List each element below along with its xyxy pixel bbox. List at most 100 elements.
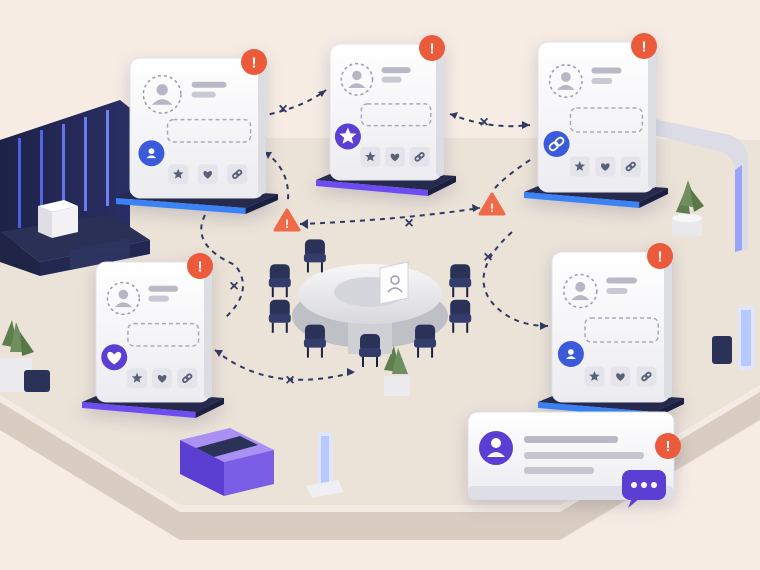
avatar-placeholder	[142, 74, 182, 114]
wall-panel	[650, 118, 748, 252]
podium	[38, 200, 78, 238]
stage	[0, 100, 150, 276]
card-top-left[interactable]: !	[116, 49, 278, 214]
broken-link-marks: × × × × × ×	[229, 101, 492, 389]
chair	[449, 264, 472, 298]
link-icon[interactable]	[177, 368, 198, 389]
subtitle-line	[381, 76, 402, 83]
heart-icon[interactable]	[384, 146, 405, 167]
user-icon	[479, 431, 513, 465]
alert-badge[interactable]: !	[647, 243, 673, 269]
chair	[449, 299, 472, 333]
avatar-placeholder	[548, 64, 583, 98]
path-arrowheads	[215, 90, 548, 376]
chair	[268, 264, 291, 298]
avatar-placeholder	[106, 281, 141, 316]
plant-left	[0, 320, 50, 392]
star-icon[interactable]	[569, 156, 590, 177]
path-card3-tri	[491, 159, 531, 193]
name-line	[191, 81, 227, 88]
link-icon[interactable]	[636, 366, 657, 387]
user-icon[interactable]	[557, 341, 584, 367]
warning-symbol: !	[285, 217, 289, 231]
alert-badge[interactable]: !	[631, 33, 657, 59]
name-line	[606, 277, 637, 284]
warning-symbol: !	[490, 201, 494, 215]
plant-center	[384, 346, 410, 396]
alert-symbol: !	[658, 249, 663, 266]
path-warning-card3	[299, 207, 481, 225]
broken-link-mark: ×	[404, 215, 413, 232]
heart-icon[interactable]	[101, 344, 128, 371]
name-line	[381, 67, 411, 74]
text-field-placeholder[interactable]	[360, 103, 432, 127]
chat-bubble-icon[interactable]	[622, 470, 666, 508]
chair	[303, 239, 326, 273]
broken-link-mark: ×	[483, 249, 492, 266]
star-icon[interactable]	[334, 123, 361, 150]
storage-cube	[180, 428, 274, 496]
warning-icon: !	[273, 208, 301, 232]
alert-symbol: !	[666, 438, 671, 455]
broken-link-mark: ×	[278, 101, 287, 118]
pedestal-glow	[316, 180, 428, 196]
user-icon[interactable]	[138, 140, 165, 167]
star-icon[interactable]	[168, 164, 189, 185]
card-top-right[interactable]: !	[524, 33, 668, 208]
pedestal-glow	[524, 192, 640, 208]
heart-icon[interactable]	[595, 156, 616, 177]
subtitle-line	[606, 288, 628, 294]
alert-badge[interactable]: !	[655, 433, 681, 459]
link-icon[interactable]	[227, 164, 248, 185]
chat-card[interactable]: !	[467, 411, 681, 508]
subtitle-line	[191, 91, 216, 98]
conference-table	[292, 261, 448, 354]
alert-badge[interactable]: !	[187, 253, 213, 279]
broken-link-mark: ×	[229, 278, 238, 295]
chairs	[268, 239, 472, 367]
card-top-center[interactable]: !	[316, 35, 456, 196]
alert-badge[interactable]: !	[241, 49, 267, 75]
avatar-placeholder	[563, 273, 598, 309]
alert-symbol: !	[430, 41, 435, 58]
table-screen	[379, 261, 409, 305]
chat-line-1	[524, 436, 618, 443]
link-icon[interactable]	[409, 146, 430, 167]
pedestal-glow	[116, 198, 246, 214]
chair	[359, 334, 381, 367]
card-bottom-left[interactable]: !	[82, 253, 224, 418]
text-field-placeholder[interactable]	[584, 317, 659, 343]
stage-light-strips	[18, 110, 109, 228]
chat-line-2	[524, 452, 644, 459]
star-icon[interactable]	[360, 146, 381, 167]
broken-link-mark: ×	[479, 114, 488, 131]
link-icon[interactable]	[543, 131, 570, 157]
avatar-placeholder	[340, 62, 374, 96]
subtitle-line	[591, 78, 613, 84]
heart-icon[interactable]	[610, 366, 631, 387]
heart-icon[interactable]	[152, 368, 173, 389]
broken-link-mark: ×	[285, 372, 294, 389]
plant-right	[672, 180, 704, 236]
chair	[268, 299, 291, 333]
light-pillar-right	[712, 306, 754, 370]
light-pillar-center	[306, 432, 344, 498]
alert-symbol: !	[198, 259, 203, 276]
warning-icon: !	[478, 192, 506, 216]
profile-cards: !!!!!	[82, 33, 684, 418]
heart-icon[interactable]	[197, 164, 218, 185]
alert-badge[interactable]: !	[419, 35, 445, 61]
card-bottom-right[interactable]: !	[538, 243, 684, 418]
warning-triangles: !!	[273, 192, 506, 232]
path-card3-card5	[482, 231, 549, 327]
text-field-placeholder[interactable]	[127, 322, 200, 347]
star-icon[interactable]	[127, 368, 148, 389]
link-icon[interactable]	[620, 156, 641, 177]
text-field-placeholder[interactable]	[166, 118, 252, 143]
alert-symbol: !	[642, 39, 647, 56]
star-icon[interactable]	[584, 366, 605, 387]
subtitle-line	[148, 295, 169, 302]
name-line	[148, 285, 179, 292]
text-field-placeholder[interactable]	[569, 107, 644, 133]
